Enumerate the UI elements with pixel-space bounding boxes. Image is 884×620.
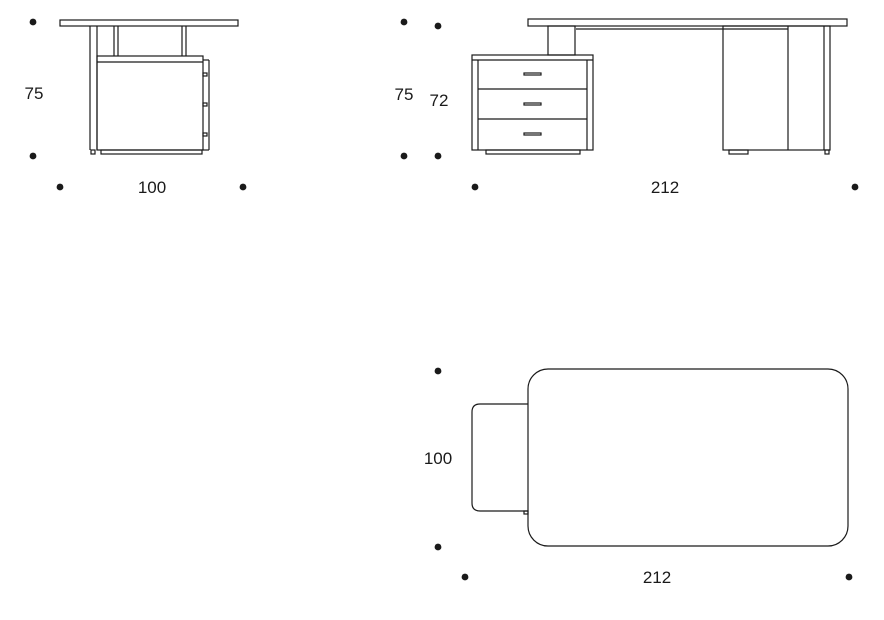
dimension-dot xyxy=(461,573,469,581)
front-view: 75 72 212 xyxy=(395,18,859,197)
dimension-dot xyxy=(29,18,37,26)
front-view-drawer-height-label: 72 xyxy=(430,91,449,110)
top-view: 100 212 xyxy=(424,367,853,587)
side-view: 75 100 xyxy=(25,18,247,197)
side-view-width-label: 100 xyxy=(138,178,166,197)
side-view-height-label: 75 xyxy=(25,84,44,103)
dimension-dot xyxy=(434,367,442,375)
dimension-dot xyxy=(239,183,247,191)
dimension-dot xyxy=(400,152,408,160)
top-view-depth-label: 100 xyxy=(424,449,452,468)
dimension-dot xyxy=(471,183,479,191)
front-view-outline xyxy=(471,18,848,155)
dimension-dot xyxy=(29,152,37,160)
dimension-dot xyxy=(434,22,442,30)
dimension-dot xyxy=(400,18,408,26)
front-view-height-label: 75 xyxy=(395,85,414,104)
front-view-width-label: 212 xyxy=(651,178,679,197)
side-view-outline xyxy=(59,19,239,155)
dimension-dot xyxy=(851,183,859,191)
top-view-width-label: 212 xyxy=(643,568,671,587)
dimension-dot xyxy=(845,573,853,581)
top-view-outline xyxy=(471,368,849,547)
dimension-dot xyxy=(434,152,442,160)
dimension-dot xyxy=(56,183,64,191)
dimension-dot xyxy=(434,543,442,551)
